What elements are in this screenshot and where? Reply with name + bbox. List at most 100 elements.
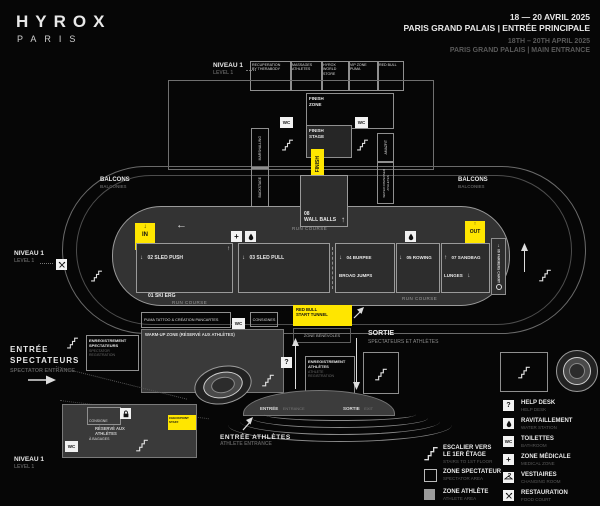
wc-icon: WC bbox=[65, 441, 78, 452]
balcony-left-label: BALCONS bbox=[100, 177, 130, 183]
wc-icon: WC bbox=[503, 436, 514, 447]
kettlebell-icon bbox=[495, 284, 502, 291]
room-red-bull: RED BULL bbox=[377, 61, 404, 91]
balcony-right-label-en: BALCONIES bbox=[458, 184, 485, 190]
station-divider bbox=[332, 247, 333, 289]
down-arrow-icon: ↓ bbox=[143, 224, 147, 230]
up-arrow-icon: ↑ bbox=[444, 255, 447, 261]
event-venue-en: PARIS GRAND PALAIS | MAIN ENTRANCE bbox=[449, 46, 590, 54]
niveau-1-bottom-label: NIVEAU 1 bbox=[14, 456, 44, 463]
level-1-bottom-label: LEVEL 1 bbox=[14, 463, 35, 470]
logo-paris: PARIS bbox=[17, 34, 84, 44]
stairs-icon bbox=[424, 447, 438, 461]
stairs-icon bbox=[282, 139, 293, 151]
stairs-icon bbox=[67, 337, 78, 349]
wc-icon: WC bbox=[280, 117, 293, 128]
niveau-1-left-label: NIVEAU 1 bbox=[14, 250, 44, 257]
checkpoint-staff-box: CHECKPOINT STAFF bbox=[168, 415, 196, 430]
down-arrow-icon: ↓ bbox=[467, 273, 471, 279]
room-backstage: BACKSTAGE bbox=[251, 168, 269, 207]
spiral-stair-tower bbox=[556, 350, 598, 392]
niveau-1-top-label: NIVEAU 1 bbox=[213, 62, 243, 69]
legend-spectator-zone-label: ZONE SPECTATEUR bbox=[443, 469, 502, 475]
sortie-stairs-box bbox=[363, 352, 399, 394]
finish-zone-box: FINISH ZONE bbox=[306, 93, 394, 129]
entree-athletes-label: ENTRÉE ATHLÈTES bbox=[220, 434, 291, 441]
room-vip-zone-puma: VIP ZONE PUMA bbox=[348, 61, 379, 91]
spectator-registration-box: ENREGISTREMENT SPECTATEURS SPECTATOR REG… bbox=[86, 335, 139, 371]
medical-cross-icon: + bbox=[503, 454, 514, 465]
legend-vestiaires-label: VESTIAIRES bbox=[521, 472, 557, 478]
consigne-bagages-box: CONSIGNE À BAGAGES bbox=[87, 407, 121, 441]
stairs-icon bbox=[518, 366, 530, 379]
northeast-arrow-icon bbox=[353, 307, 364, 319]
event-date-fr: 18 — 20 AVRIL 2025 bbox=[509, 12, 590, 22]
zone-benevoles-box: ZONE BÉNÉVOLES bbox=[293, 328, 351, 343]
legend-stairs-label: ESCALIER VERS LE 1ER ÉTAGE bbox=[443, 445, 492, 459]
utensils-icon bbox=[503, 490, 514, 501]
legend-restauration-label: RESTAURATION bbox=[521, 490, 568, 496]
down-arrow-icon: ↓ bbox=[497, 242, 500, 249]
droplet-icon bbox=[503, 418, 514, 429]
legend-toilets-label: TOILETTES bbox=[521, 436, 554, 442]
hanger-icon bbox=[503, 472, 514, 483]
sortie-heading: SORTIE bbox=[368, 330, 395, 337]
room-amazfit: AMAZFIT bbox=[377, 133, 394, 162]
room-puma-tattoo: PUMA TATTOO & CRÉATION PANCARTES bbox=[141, 312, 231, 328]
stairs-icon bbox=[262, 374, 274, 387]
help-desk-icon: ? bbox=[503, 400, 514, 411]
up-arrow-icon bbox=[292, 338, 299, 389]
station-sandbag-lunges: ↑ 07 SANDBAG LUNGES ↓ bbox=[441, 243, 490, 293]
room-water-dispenser: WATER DISPENSER ATHLETES bbox=[377, 162, 394, 204]
room-marshalling: MARSHALLING bbox=[251, 128, 269, 168]
building-outer-ring bbox=[62, 166, 586, 334]
legend-medical-label: ZONE MÉDICALE bbox=[521, 454, 571, 460]
reserve-athletes-label: RÉSERVÉ AUX ATHLÈTES bbox=[95, 426, 125, 436]
level-1-left-label: LEVEL 1 bbox=[14, 257, 35, 264]
legend-athlete-zone-label: ZONE ATHLÈTE bbox=[443, 489, 489, 495]
wc-icon: WC bbox=[355, 117, 368, 128]
up-arrow-icon: ↑ bbox=[473, 221, 477, 227]
upper-hall-outline bbox=[168, 80, 434, 170]
entree-spectateurs-label: ENTRÉE SPECTATEURS bbox=[10, 345, 80, 366]
down-arrow-icon: ↓ bbox=[339, 255, 342, 261]
leader-line bbox=[40, 263, 53, 264]
level-1-top-label: LEVEL 1 bbox=[213, 69, 234, 76]
station-wall-balls: 08 WALL BALLS ↑ bbox=[300, 175, 348, 227]
room-hyrox-world-store: HYROX WORLD STORE bbox=[321, 61, 350, 91]
entree-athletes-label-en: ATHLETE ENTRANCE bbox=[220, 441, 272, 447]
down-arrow-icon bbox=[353, 338, 360, 390]
utensils-icon bbox=[56, 259, 67, 270]
up-arrow-icon: ↑ bbox=[227, 246, 230, 252]
run-course-label: RUN COURSE bbox=[402, 296, 438, 301]
legend-help-desk-label: HELP DESK bbox=[521, 400, 556, 406]
athlete-area-box: CONSIGNE À BAGAGES CHECKPOINT STAFF RÉSE… bbox=[62, 404, 197, 458]
logo-hyrox: HYROX bbox=[16, 12, 112, 31]
entrance-steps bbox=[228, 412, 452, 454]
wc-icon: WC bbox=[232, 318, 245, 329]
run-course-label: RUN COURSE bbox=[172, 300, 208, 305]
east-stairs-box bbox=[500, 352, 548, 392]
entree-spectateurs-label-en: SPECTATOR ENTRANCE bbox=[10, 368, 76, 375]
down-arrow-icon: ↓ bbox=[140, 255, 143, 261]
finish-banner: FINISH bbox=[311, 149, 324, 180]
sortie-heading-sub: SPECTATEURS ET ATHLÈTES bbox=[368, 338, 439, 345]
stairs-icon bbox=[539, 269, 551, 282]
event-date-en: 18TH – 20TH APRIL 2025 bbox=[507, 38, 590, 46]
help-desk-icon: ? bbox=[281, 357, 292, 368]
down-arrow-icon: ↓ bbox=[242, 255, 245, 261]
run-course-label: RUN COURSE bbox=[292, 226, 328, 231]
station-burpee-broad-jumps: ↓ 04 BURPEE BROAD JUMPS bbox=[335, 243, 395, 293]
padlock-icon bbox=[120, 408, 131, 419]
station-sled-pull: ↓ 03 SLED PULL bbox=[238, 243, 330, 293]
red-bull-start-tunnel: RED BULL START TUNNEL bbox=[293, 305, 352, 326]
medical-cross-icon: + bbox=[231, 231, 242, 242]
balcony-right-label: BALCONS bbox=[458, 177, 488, 183]
room-massages-athletes: MASSAGES ATHLETES bbox=[290, 61, 323, 91]
legend-athlete-zone-swatch bbox=[424, 489, 435, 500]
up-arrow-icon bbox=[521, 243, 528, 272]
droplet-icon bbox=[405, 231, 416, 242]
balcony-left-label-en: BALCONIES bbox=[100, 184, 127, 190]
stairs-icon bbox=[136, 439, 148, 452]
